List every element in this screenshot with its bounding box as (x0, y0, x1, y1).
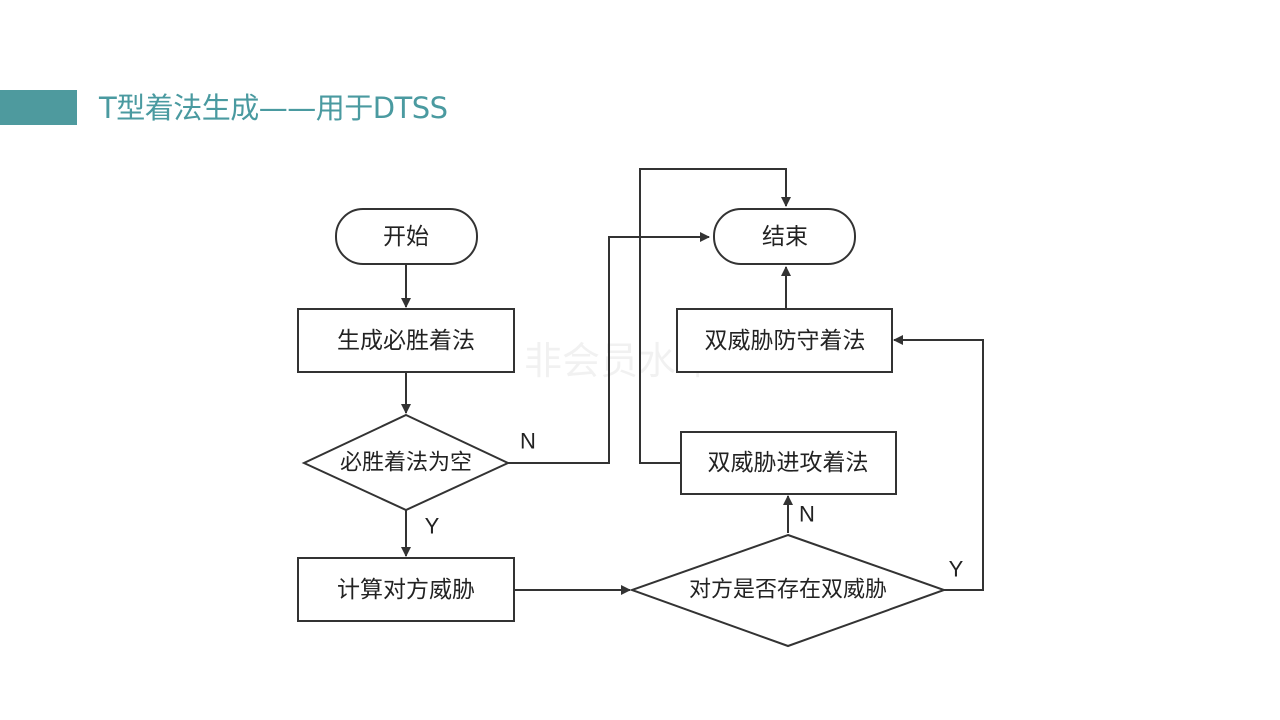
node-double-attack: 双威胁进攻着法 (680, 431, 897, 495)
edge-label-opp-double-no: N (799, 502, 815, 527)
node-calc-threat-label: 计算对方威胁 (337, 577, 475, 603)
node-calc-threat: 计算对方威胁 (297, 557, 515, 622)
node-double-defend: 双威胁防守着法 (676, 308, 893, 373)
node-start-label: 开始 (383, 224, 429, 250)
edge-win-empty-no-to-end (508, 232, 710, 464)
node-start: 开始 (335, 208, 478, 265)
edge-double-attack-to-end (639, 168, 791, 464)
title-accent-bar (0, 90, 77, 125)
node-gen-win-label: 生成必胜着法 (337, 328, 475, 354)
node-opp-double-label: 对方是否存在双威胁 (689, 578, 887, 603)
edges (401, 168, 984, 595)
node-end-label: 结束 (762, 224, 808, 250)
node-win-empty-label: 必胜着法为空 (340, 451, 472, 476)
node-win-empty: 必胜着法为空 (301, 413, 511, 512)
node-gen-win: 生成必胜着法 (297, 308, 515, 373)
edge-opp-double-yes-to-double-defend (893, 335, 984, 591)
slide-title: T型着法生成——用于DTSS (99, 91, 448, 125)
node-double-defend-label: 双威胁防守着法 (705, 328, 866, 354)
edge-label-opp-double-yes: Y (949, 557, 964, 582)
edge-label-win-empty-no: N (520, 429, 536, 454)
node-opp-double: 对方是否存在双威胁 (629, 533, 947, 648)
node-end: 结束 (713, 208, 856, 265)
node-double-attack-label: 双威胁进攻着法 (708, 450, 869, 476)
edge-label-win-empty-yes: Y (425, 514, 440, 539)
